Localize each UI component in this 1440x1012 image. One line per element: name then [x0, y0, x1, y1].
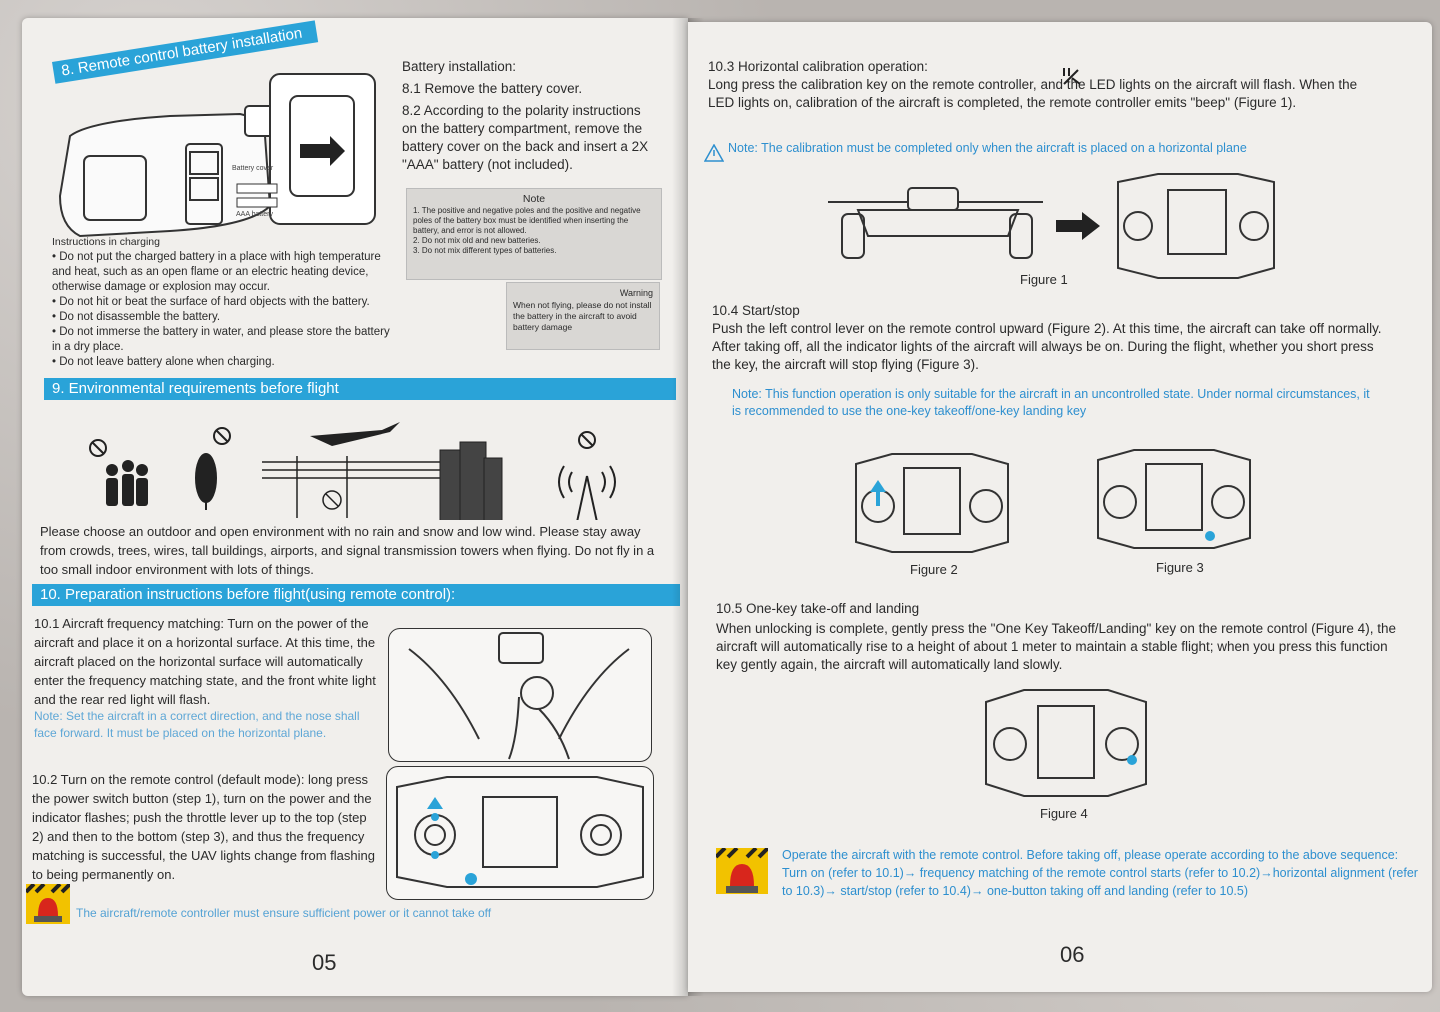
note-title: Note [522, 193, 546, 205]
environment-icons [89, 422, 616, 520]
svg-text:Battery cover: Battery cover [232, 165, 274, 172]
charging-item: • Do not leave battery alone when chargi… [52, 356, 275, 368]
environment-text: Please choose an outdoor and open enviro… [40, 524, 655, 577]
step-10-2: 10.2 Turn on the remote control (default… [32, 772, 375, 882]
bottom-warning-text: The aircraft/remote controller must ensu… [76, 906, 492, 920]
heading-10-3: 10.3 Horizontal calibration operation: [708, 59, 928, 74]
figure-3-caption: Figure 3 [1156, 560, 1204, 575]
svg-text:AAA battery: AAA battery [236, 211, 273, 218]
step-10-1: 10.1 Aircraft frequency matching: Turn o… [34, 616, 376, 707]
battery-step-1: 8.1 Remove the battery cover. [402, 81, 583, 96]
warning-title: Warning [619, 288, 653, 298]
charging-heading: Instructions in charging [52, 236, 160, 248]
airplane-icon [310, 422, 400, 446]
no-crowd-icon [89, 439, 148, 506]
heading-10-4: 10.4 Start/stop [712, 303, 800, 318]
battery-diagram: Battery cover AAA battery [58, 73, 376, 238]
note-item-3: 3. Do not mix different types of batteri… [413, 246, 557, 255]
figure-4-caption: Figure 4 [1040, 806, 1088, 821]
figure-4-diagram [985, 689, 1147, 797]
no-signal-tower-icon [558, 431, 616, 520]
section-9-band: 9. Environmental requirements before fli… [44, 378, 676, 400]
tall-building-icon [439, 441, 503, 520]
note-10-3: Note: The calibration must be completed … [728, 141, 1247, 155]
figure-hand-power [388, 628, 652, 762]
battery-note-box: Note 1. The positive and negative poles … [406, 188, 662, 280]
heading-10-5: 10.5 One-key take-off and landing [716, 601, 920, 616]
figure-2-caption: Figure 2 [910, 562, 958, 577]
paragraph-10-5: When unlocking is complete, gently press… [716, 621, 1396, 672]
figure-remote-throttle [386, 766, 654, 900]
page-number-06: 06 [1060, 942, 1085, 967]
battery-step-2: 8.2 According to the polarity instructio… [402, 103, 649, 172]
figure-1-diagram [828, 173, 1275, 279]
page-left: 8. Remote control battery installation B… [22, 18, 688, 996]
charging-item: • Do not put the charged battery in a pl… [52, 251, 381, 293]
charging-item: • Do not disassemble the battery. [52, 311, 221, 323]
page-right: 10.3 Horizontal calibration operation: L… [688, 22, 1432, 992]
charging-list: • Do not put the charged battery in a pl… [52, 250, 397, 370]
no-wires-icon [262, 456, 452, 518]
note-item-1: 1. The positive and negative poles and t… [413, 206, 641, 235]
note-item-2: 2. Do not mix old and new batteries. [413, 236, 541, 245]
figure-3-diagram [1097, 449, 1251, 549]
paragraph-10-4: Push the left control lever on the remot… [712, 321, 1382, 372]
charging-item: • Do not hit or beat the surface of hard… [52, 296, 370, 308]
battery-warning-box: Warning When not flying, please do not i… [506, 282, 660, 350]
page-number-05: 05 [312, 950, 337, 975]
note-10-1: Note: Set the aircraft in a correct dire… [34, 709, 360, 740]
charging-item: • Do not immerse the battery in water, a… [52, 326, 390, 353]
warning-siren-icon [716, 848, 768, 894]
section-10-band: 10. Preparation instructions before flig… [32, 584, 680, 606]
figure-1-caption: Figure 1 [1020, 272, 1068, 287]
battery-heading: Battery installation: [402, 59, 517, 74]
warning-text: When not flying, please do not install t… [513, 300, 652, 332]
note-10-4: Note: This function operation is only su… [732, 387, 1370, 418]
warning-triangle-icon [704, 144, 724, 162]
no-tree-icon [195, 427, 231, 510]
figure-2-diagram [855, 453, 1009, 553]
warning-siren-icon [26, 884, 70, 924]
calibration-key-icon [1063, 68, 1081, 85]
paragraph-10-3: Long press the calibration key on the re… [708, 77, 1358, 110]
sequence-warning-text: Operate the aircraft with the remote con… [782, 848, 1418, 898]
